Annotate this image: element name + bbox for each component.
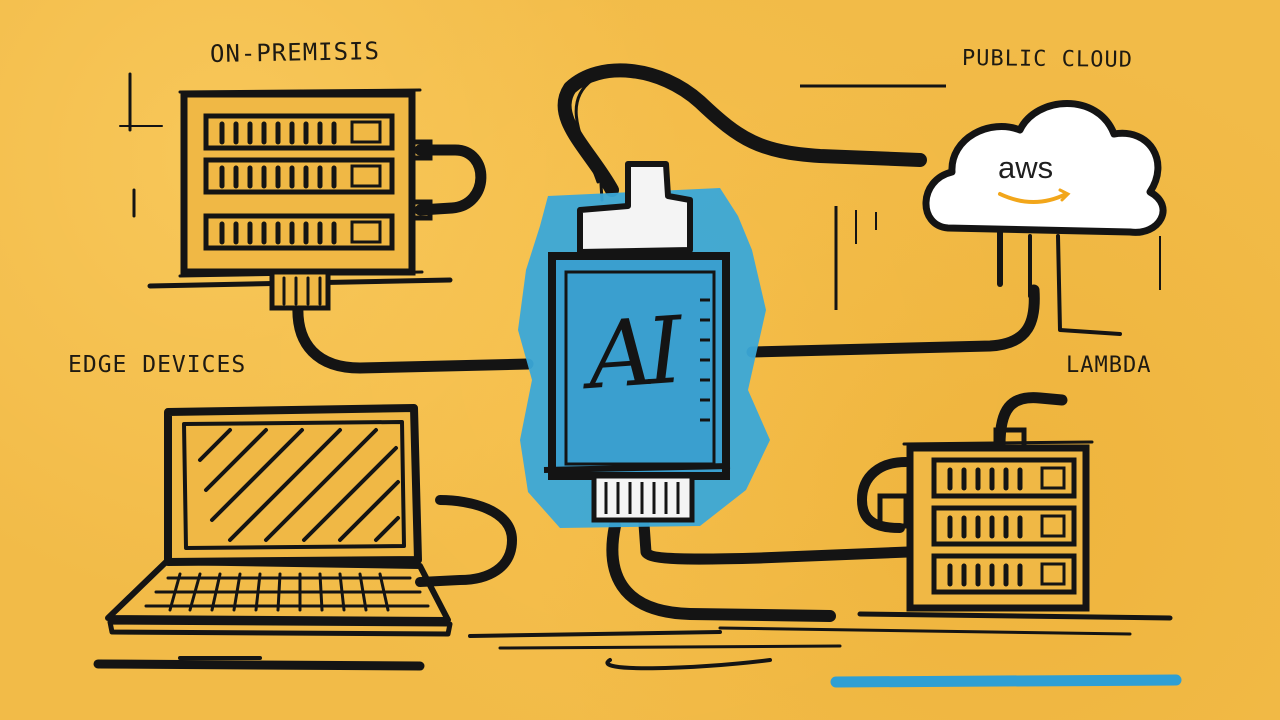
lambda-label: LAMBDA [1066, 353, 1152, 378]
cloud-icon [800, 84, 1167, 310]
cable-server-to-chip [292, 299, 534, 374]
laptop-screen-hatching [198, 428, 400, 542]
edge-devices-label: EDGE DEVICES [68, 352, 247, 378]
ground-lines [468, 626, 1132, 671]
blue-underline [830, 674, 1182, 688]
aws-logo-text: aws [998, 150, 1054, 185]
laptop-icon [93, 404, 453, 671]
aws-smile [998, 192, 1068, 204]
ai-chip-text: AI [584, 297, 679, 410]
server-rack-icon [119, 72, 453, 311]
cable-chip-to-cloud-side [746, 284, 1040, 358]
cable-chip-to-lambda [638, 518, 914, 565]
lambda-server-icon [857, 427, 1173, 621]
ai-chip-icon [518, 161, 770, 528]
server-drive-bays [203, 113, 395, 251]
on-premises-label: ON-PREMISIS [209, 37, 381, 68]
cable-laptop [415, 495, 517, 587]
cable-chip-to-cloud [557, 63, 927, 197]
cable-chip-bottom-loop [606, 520, 836, 622]
cable-server-loop [414, 144, 487, 216]
laptop-keyboard [144, 572, 430, 612]
public-cloud-label: PUBLIC CLOUD [961, 46, 1134, 73]
